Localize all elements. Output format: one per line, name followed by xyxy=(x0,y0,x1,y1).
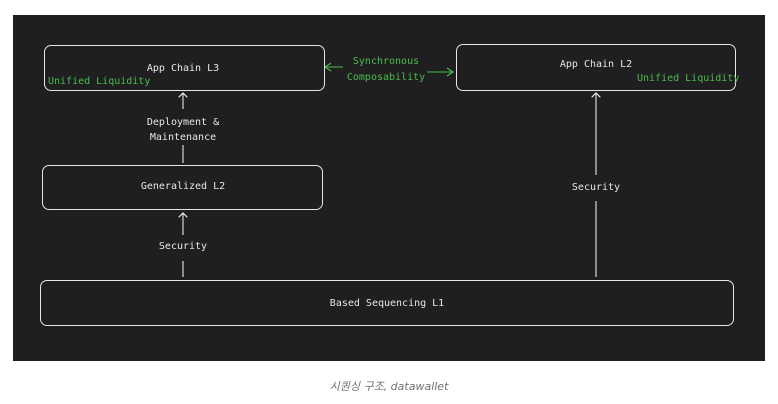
sequencing-diagram: App Chain L3 Unified Liquidity Synchrono… xyxy=(13,15,765,361)
security-left-label: Security xyxy=(158,241,208,252)
app-chain-l2-box xyxy=(456,44,736,91)
diagram-connectors xyxy=(13,62,765,277)
arrow-sync-left-head xyxy=(324,62,332,72)
app-chain-l2-tag: Unified Liquidity xyxy=(637,73,740,84)
figure-caption: 시퀀싱 구조, datawallet xyxy=(329,380,449,393)
app-chain-l3-tag: Unified Liquidity xyxy=(48,76,151,87)
app-chain-l3-box xyxy=(44,45,325,91)
deployment-label-line2: Maintenance xyxy=(149,132,217,143)
sync-label-line1: Synchronous xyxy=(352,56,420,67)
app-chain-l3-title: App Chain L3 xyxy=(146,63,220,74)
deployment-label-line1: Deployment & xyxy=(146,117,220,128)
sync-label-line2: Composability xyxy=(346,72,426,83)
generalized-l2-title: Generalized L2 xyxy=(140,181,226,192)
generalized-l2-box xyxy=(42,165,323,210)
based-sequencing-l1-box xyxy=(40,280,734,326)
app-chain-l2-title: App Chain L2 xyxy=(559,59,633,70)
security-right-label: Security xyxy=(571,182,621,193)
arrow-sync-right-head xyxy=(446,67,454,77)
based-sequencing-l1-title: Based Sequencing L1 xyxy=(329,298,445,309)
